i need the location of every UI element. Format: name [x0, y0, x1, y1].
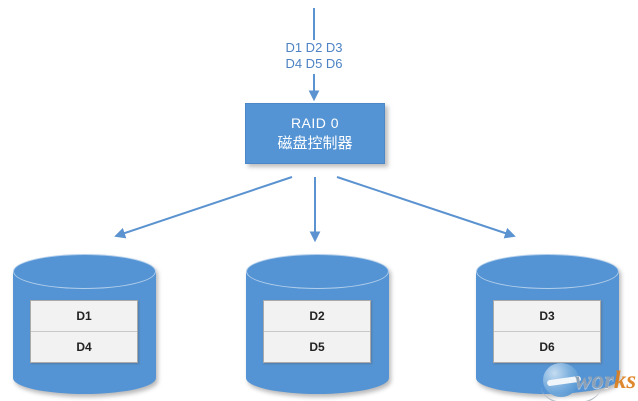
arrow-controller-to-disk1	[114, 176, 293, 239]
arrow-controller-to-disk3	[336, 176, 516, 239]
disk-cylinder-2: D2 D5	[246, 254, 389, 394]
disk1-block-list: D1 D4	[30, 300, 138, 363]
disk3-top-ellipse	[476, 254, 619, 289]
disk2-block-d2: D2	[309, 309, 325, 323]
disk-cylinder-1: D1 D4	[13, 254, 156, 394]
eworks-watermark: works	[541, 361, 637, 401]
eworks-text-ks: ks	[613, 367, 637, 394]
raid-controller-box: RAID 0 磁盘控制器	[245, 103, 385, 164]
eworks-logo-text: works	[575, 367, 636, 395]
disk2-top-ellipse	[246, 254, 389, 289]
disk3-block-list: D3 D6	[493, 300, 601, 363]
raid-controller-subtitle: 磁盘控制器	[277, 134, 353, 152]
disk1-top-ellipse	[13, 254, 156, 289]
disk2-block-d5: D5	[264, 331, 370, 362]
eworks-text-wor: wor	[575, 367, 614, 394]
eworks-logo-e-icon	[543, 363, 579, 397]
disk1-block-d1: D1	[76, 309, 92, 323]
data-stream-label: D1 D2 D3 D4 D5 D6	[262, 40, 366, 72]
raid-controller-title: RAID 0	[290, 114, 340, 131]
disk3-block-d6: D6	[494, 331, 600, 362]
data-stream-line1: D1 D2 D3	[285, 40, 343, 55]
disk1-block-d4: D4	[31, 331, 137, 362]
disk3-block-d3: D3	[539, 309, 555, 323]
data-stream-line2: D4 D5 D6	[285, 56, 343, 71]
disk2-block-list: D2 D5	[263, 300, 371, 363]
